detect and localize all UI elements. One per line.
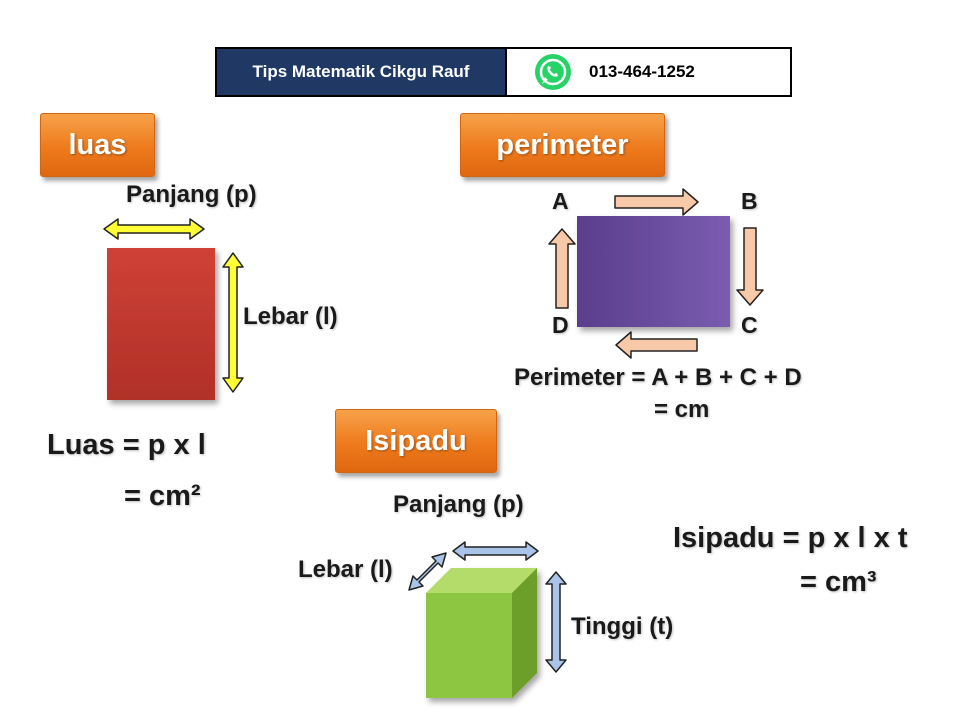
luas-formula: Luas = p x l [47, 429, 206, 461]
luas-label: luas [40, 113, 155, 177]
luas-panjang-label: Panjang (p) [126, 181, 257, 208]
perimeter-formula: Perimeter = A + B + C + D [514, 364, 802, 391]
isipadu-label: Isipadu [335, 409, 497, 473]
corner-b-label: B [741, 188, 758, 214]
perimeter-label: perimeter [460, 113, 665, 177]
perimeter-arrow-da [548, 228, 576, 309]
isipadu-tinggi-label: Tinggi (t) [571, 613, 674, 640]
isipadu-panjang-label: Panjang (p) [393, 491, 524, 518]
luas-formula-unit: = cm² [124, 480, 201, 512]
isipadu-panjang-arrow [452, 541, 539, 561]
whatsapp-icon [535, 54, 571, 90]
isipadu-cube [426, 568, 537, 698]
isipadu-formula-unit: = cm³ [800, 566, 877, 598]
isipadu-formula: Isipadu = p x l x t [673, 522, 908, 554]
header-title: Tips Matematik Cikgu Rauf [217, 49, 507, 95]
isipadu-lebar-arrow [408, 552, 447, 591]
perimeter-arrow-ab [614, 188, 699, 216]
luas-rectangle [107, 248, 215, 400]
perimeter-arrow-bc [736, 227, 764, 306]
isipadu-tinggi-arrow [545, 571, 567, 673]
luas-lebar-arrow [222, 252, 244, 393]
isipadu-lebar-label: Lebar (l) [298, 556, 393, 583]
luas-panjang-arrow [103, 218, 205, 240]
perimeter-arrow-cd [615, 331, 698, 359]
header-bar: Tips Matematik Cikgu Rauf 013-464-1252 [215, 47, 792, 97]
luas-lebar-label: Lebar (l) [243, 303, 338, 330]
header-phone: 013-464-1252 [589, 62, 695, 81]
header-contact: 013-464-1252 [507, 49, 695, 95]
corner-a-label: A [552, 188, 569, 214]
corner-c-label: C [741, 312, 758, 338]
perimeter-formula-unit: = cm [654, 396, 710, 423]
perimeter-rectangle [577, 216, 730, 327]
corner-d-label: D [552, 312, 569, 338]
